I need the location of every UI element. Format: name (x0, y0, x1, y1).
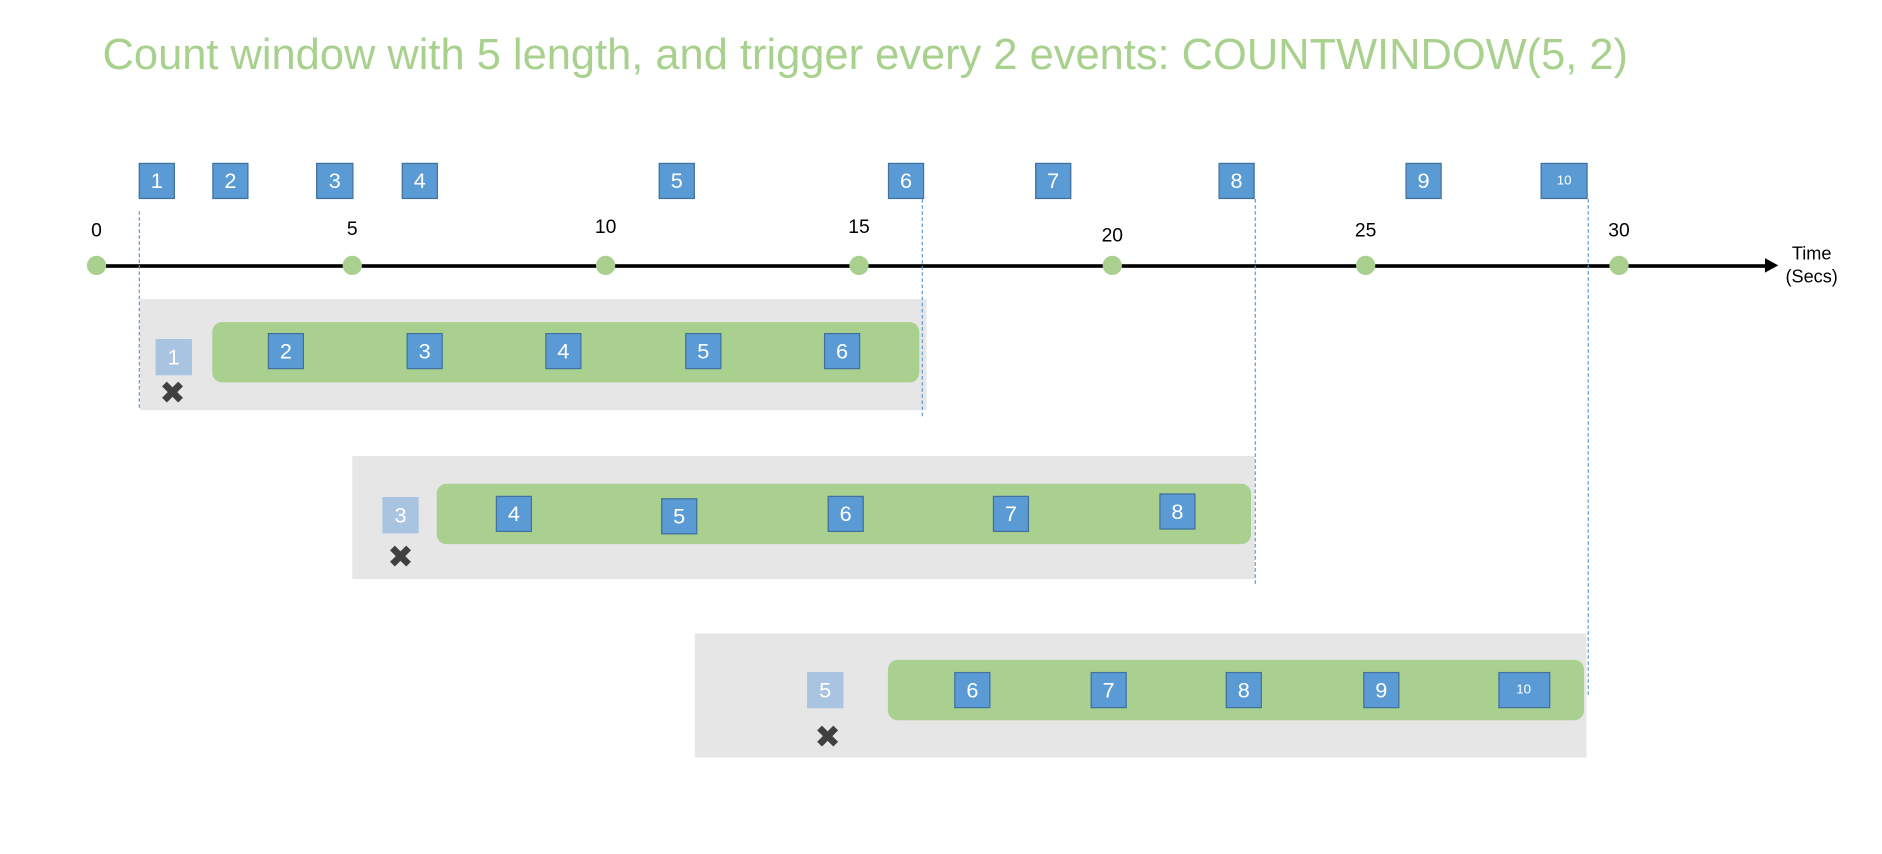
evicted-event-box: 1 (155, 339, 192, 376)
axis-tick-dot (849, 255, 869, 276)
event-box-4: 4 (401, 162, 438, 200)
time-axis (96, 264, 1768, 268)
event-box-2: 2 (212, 162, 249, 200)
trigger-line-1 (138, 211, 140, 408)
event-box-6: 6 (887, 162, 925, 200)
axis-arrow-icon (1764, 258, 1779, 273)
window-event-box: 5 (661, 498, 698, 535)
event-box-8: 8 (1218, 162, 1255, 200)
window-event-box: 7 (992, 495, 1030, 533)
axis-tick-dot (1609, 255, 1629, 276)
window-event-box: 7 (1090, 671, 1127, 709)
event-box-3: 3 (316, 162, 354, 200)
evicted-event-box: 3 (382, 497, 419, 534)
event-box-7: 7 (1035, 162, 1072, 200)
axis-unit-label: Time (Secs) (1785, 242, 1837, 288)
axis-tick-label: 10 (594, 217, 617, 238)
diagram-title: Count window with 5 length, and trigger … (102, 28, 1629, 79)
axis-tick-label: 25 (1354, 220, 1377, 242)
window-event-box: 2 (267, 332, 305, 370)
trigger-line-4 (1587, 199, 1589, 695)
axis-tick-label: 30 (1608, 220, 1630, 242)
window-event-box: 6 (823, 332, 861, 370)
trigger-line-2 (921, 199, 923, 417)
axis-unit-secs: (Secs) (1785, 266, 1838, 288)
window-event-box: 6 (954, 671, 991, 709)
axis-tick-dot (86, 255, 107, 276)
axis-tick-dot (342, 255, 362, 276)
window-event-box: 8 (1225, 671, 1262, 709)
window-event-box: 3 (406, 332, 443, 370)
evicted-event-box: 5 (807, 671, 844, 709)
axis-unit-time: Time (1791, 243, 1832, 265)
axis-tick-dot (595, 255, 616, 276)
evicted-x-icon: ✖ (814, 718, 841, 755)
axis-tick-label: 20 (1101, 225, 1124, 247)
event-box-5: 5 (658, 162, 695, 200)
window-event-box: 4 (545, 332, 582, 370)
window-event-box: 9 (1363, 671, 1400, 709)
window-event-box: 4 (495, 495, 533, 533)
event-box-1: 1 (138, 162, 175, 200)
window-event-box: 5 (685, 332, 722, 370)
axis-tick-dot (1356, 255, 1376, 276)
event-box-9: 9 (1405, 162, 1442, 200)
trigger-line-3 (1254, 199, 1256, 584)
evicted-x-icon: ✖ (387, 538, 414, 575)
axis-tick-label: 15 (848, 217, 870, 238)
axis-tick-label: 5 (346, 219, 358, 241)
window-event-box: 8 (1159, 493, 1196, 530)
window-event-box: 6 (827, 495, 864, 533)
axis-tick-dot (1102, 255, 1122, 276)
window-event-box: 10 (1497, 671, 1550, 709)
evicted-x-icon: ✖ (159, 374, 186, 411)
event-box-10: 10 (1540, 162, 1588, 200)
axis-tick-label: 0 (91, 220, 102, 242)
